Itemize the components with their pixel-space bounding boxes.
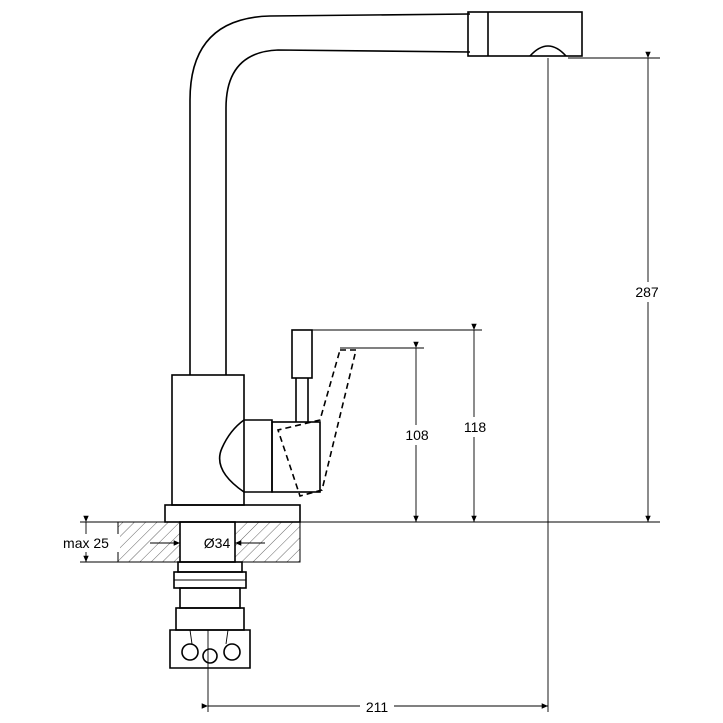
faucet-spout <box>189 11 583 375</box>
lever-height-closed-label: 118 <box>464 419 487 435</box>
countertop <box>117 521 301 563</box>
counter-thickness-label: max 25 <box>63 535 109 551</box>
spout-height-label: 287 <box>635 284 659 300</box>
dimension-spout-height: 287 <box>300 51 664 523</box>
dimension-spout-reach: 211 <box>201 58 549 717</box>
dimension-lever-heights: 108 118 <box>312 323 492 522</box>
lever-closed <box>291 329 313 422</box>
spout-reach-label: 211 <box>366 699 389 715</box>
mount-shank <box>169 561 251 669</box>
faucet-body <box>164 374 321 523</box>
dimension-counter-thickness: max 25 <box>58 515 120 563</box>
mount-hole-label: Ø34 <box>204 535 231 551</box>
lever-height-open-label: 108 <box>405 427 429 443</box>
lever-open <box>276 349 358 497</box>
dimension-mount-hole: Ø34 <box>150 535 265 551</box>
